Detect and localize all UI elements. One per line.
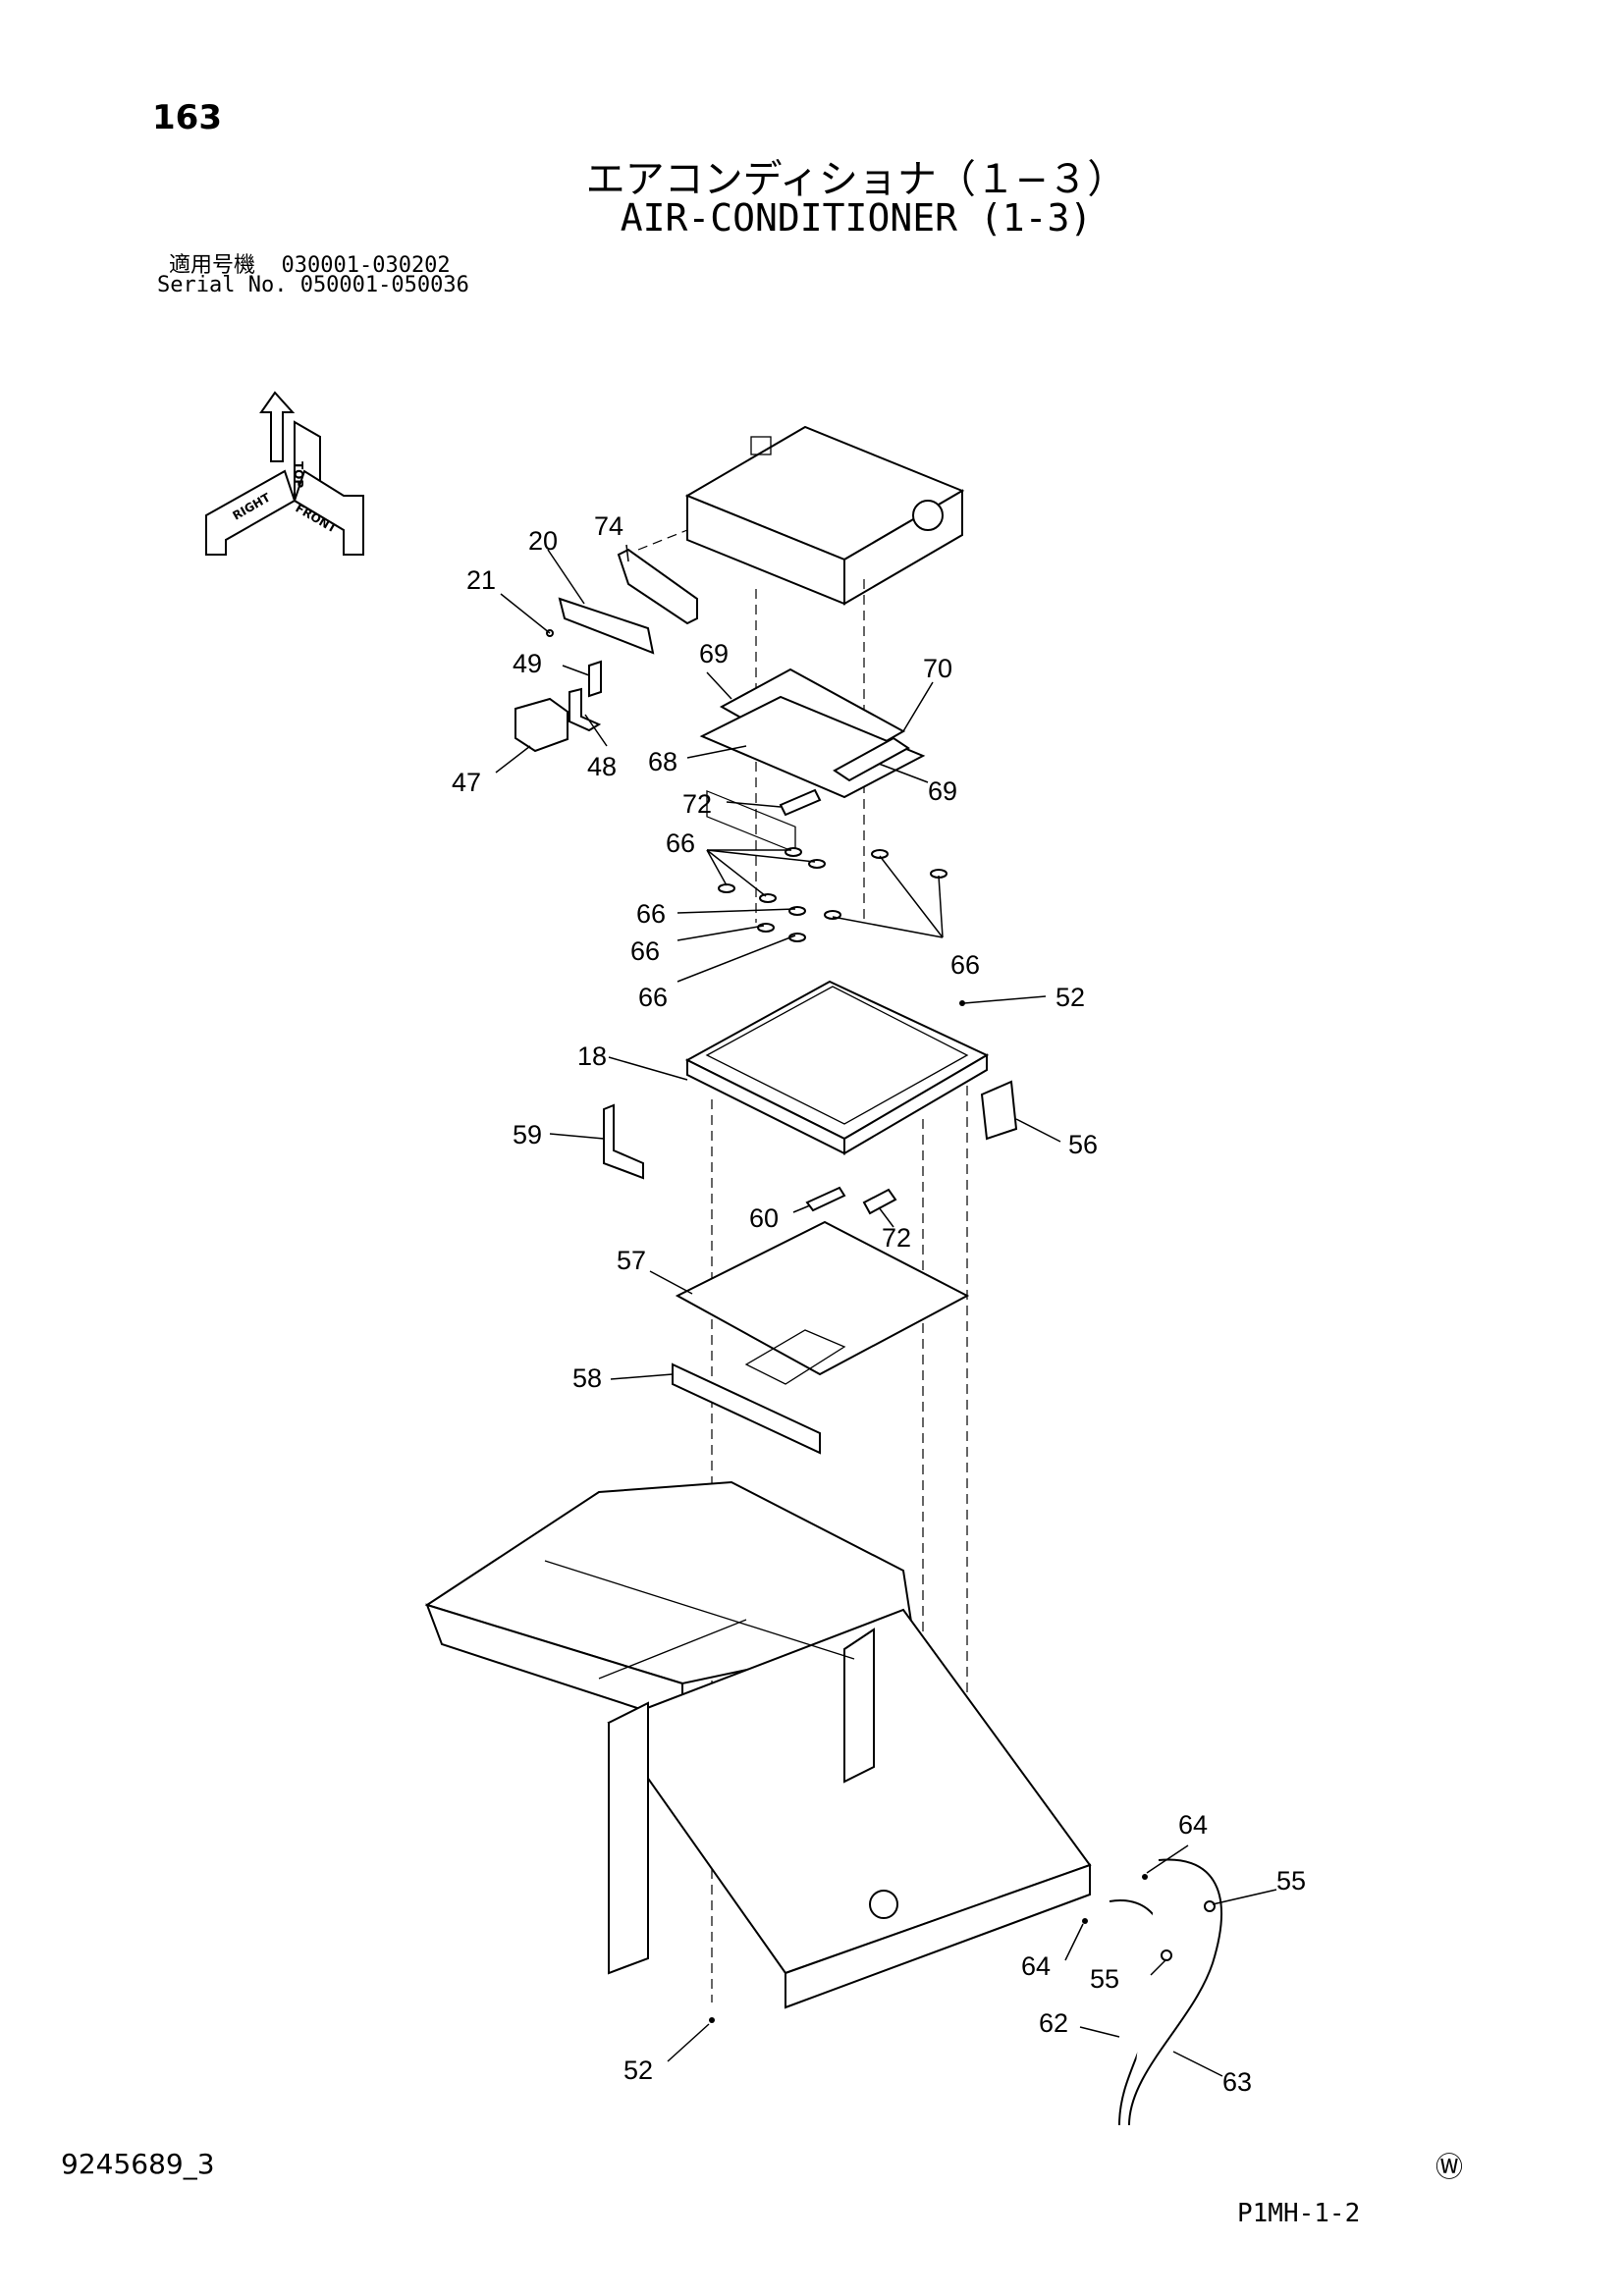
callout-72-upper: 72 — [682, 789, 712, 819]
callout-66-b: 66 — [636, 899, 666, 929]
part-58-seal — [672, 1362, 821, 1455]
callout-69-upper: 69 — [699, 639, 729, 668]
title-english: AIR-CONDITIONER (1-3) — [620, 196, 1093, 240]
orientation-indicator: TOP FRONT RIGHT — [205, 391, 364, 556]
frame-left-post — [608, 1701, 649, 1975]
callout-59: 59 — [513, 1120, 542, 1149]
serial-range-jp: 適用号機 030001-030202 — [169, 253, 451, 278]
ac-unit-blower-port — [912, 500, 944, 531]
leader-lines — [495, 544, 1277, 2077]
part-68-seal — [699, 695, 926, 799]
callout-47: 47 — [452, 768, 481, 797]
ac-unit-vent — [706, 789, 796, 854]
seal-strip — [672, 1362, 821, 1455]
title-japanese: エアコンディショナ（１−３） — [585, 157, 1127, 202]
callout-62: 62 — [1039, 2008, 1068, 2038]
part-18-tray-side — [686, 1058, 845, 1155]
part-52-screw-lower — [709, 2017, 715, 2023]
part-72-seal-lower — [862, 1188, 897, 1215]
callout-52-upper: 52 — [1056, 983, 1085, 1012]
cab-floor-frame — [424, 1480, 1092, 2009]
callout-55-upper: 55 — [1276, 1866, 1306, 1896]
part-63-hose — [1128, 1858, 1222, 2126]
callout-48: 48 — [587, 752, 617, 781]
top-arrow — [259, 391, 296, 462]
part-74-bracket — [617, 548, 698, 625]
label-top: TOP — [292, 461, 305, 488]
callout-70: 70 — [923, 654, 952, 683]
part-59-plate — [603, 1103, 644, 1180]
frame-rear-post — [843, 1628, 875, 1784]
part-20-bracket — [558, 597, 655, 655]
callout-68: 68 — [648, 747, 677, 776]
part-57-plate — [675, 1220, 970, 1376]
callout-66-e: 66 — [950, 950, 980, 980]
callout-66-a: 66 — [666, 828, 695, 858]
bracket-parts — [514, 548, 698, 753]
front-face — [293, 469, 364, 556]
part-64-plug-upper — [1142, 1874, 1148, 1880]
callout-57: 57 — [617, 1246, 646, 1275]
page-code: P1MH-1-2 — [1237, 2199, 1361, 2228]
serial-range-en: Serial No. 050001-050036 — [157, 273, 469, 297]
grommet-set — [718, 847, 947, 942]
part-55-clamp-upper — [1204, 1900, 1216, 1912]
cover-plate — [675, 1220, 970, 1385]
callout-66-d: 66 — [638, 983, 668, 1012]
part-49-clip — [588, 660, 602, 698]
part-48-clip — [568, 687, 602, 732]
page-number: 163 — [152, 98, 222, 137]
drain-hoses — [1082, 1858, 1222, 2126]
part-64-plug-lower — [1082, 1918, 1088, 1924]
part-55-clamp-lower — [1161, 1949, 1172, 1961]
callout-56: 56 — [1068, 1130, 1098, 1159]
callout-60: 60 — [749, 1203, 779, 1233]
callout-66-c: 66 — [630, 936, 660, 966]
callout-69-lower: 69 — [928, 776, 957, 806]
callout-18: 18 — [577, 1041, 607, 1071]
callout-64-upper: 64 — [1178, 1810, 1208, 1840]
callout-64-lower: 64 — [1021, 1951, 1051, 1981]
callout-20: 20 — [528, 526, 558, 556]
right-face — [205, 469, 297, 556]
air-conditioner-unit — [684, 425, 965, 854]
callout-52-lower: 52 — [623, 2056, 653, 2085]
callout-58: 58 — [572, 1363, 602, 1393]
ac-unit-fitting — [750, 436, 772, 455]
part-72-seal-upper — [779, 788, 822, 817]
part-60-seal — [805, 1186, 846, 1212]
frame-floor-edge — [785, 1863, 1091, 2009]
seal-set — [699, 667, 926, 817]
watermark-symbol: Ⓦ — [1435, 2151, 1464, 2183]
part-52-screw-upper — [959, 1000, 965, 1006]
callout-55-lower: 55 — [1090, 1964, 1119, 1994]
frame-hole — [869, 1890, 898, 1919]
part-18-tray — [684, 980, 990, 1141]
base-tray — [684, 980, 990, 1155]
callout-49: 49 — [513, 649, 542, 678]
document-number: 9245689_3 — [61, 2148, 215, 2180]
callout-74: 74 — [594, 511, 623, 541]
callout-72-lower: 72 — [882, 1223, 911, 1253]
part-47-block — [514, 697, 568, 753]
small-plates — [603, 1080, 1018, 1215]
part-56-plate — [980, 1080, 1018, 1141]
part-70-seal — [833, 736, 910, 782]
callout-63: 63 — [1222, 2067, 1252, 2097]
callout-21: 21 — [466, 565, 496, 595]
